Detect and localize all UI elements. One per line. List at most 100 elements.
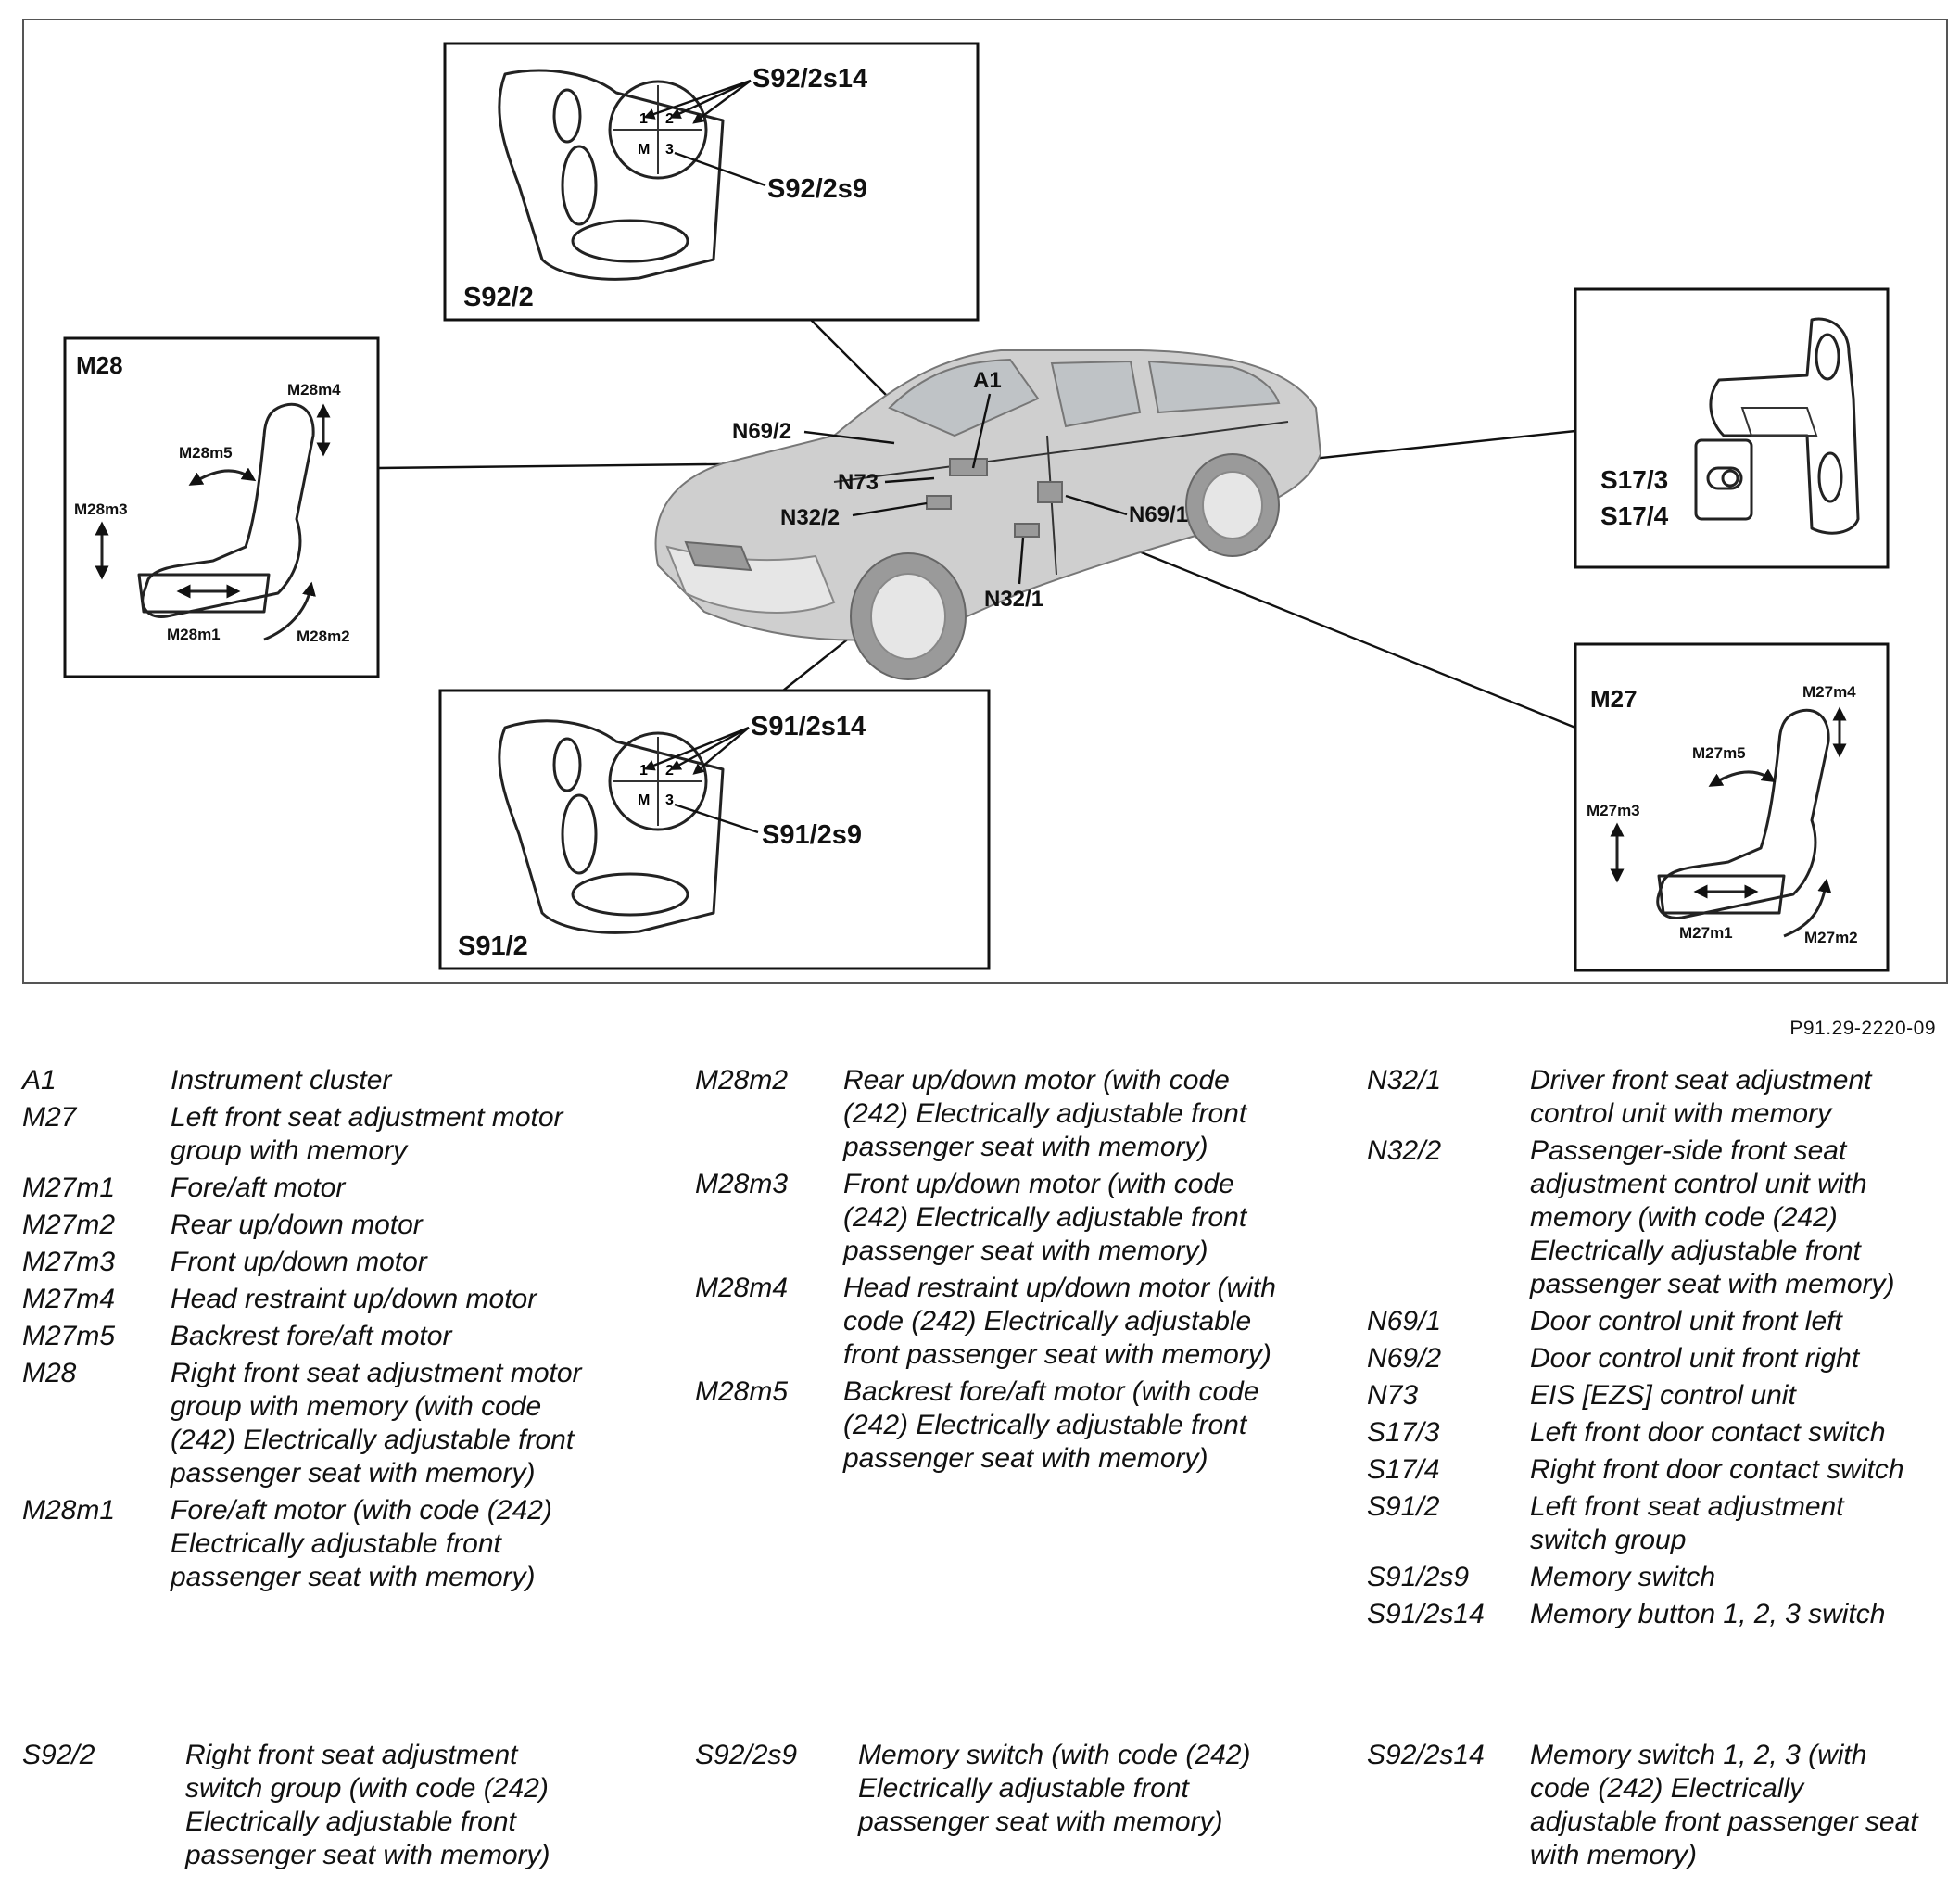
legend-row: M28m5 Backrest fore/aft motor (with code … [695,1375,1288,1476]
callout-n32-2: N32/2 [780,505,840,530]
m27-title: M27 [1590,685,1638,713]
s91-key-2: 2 [665,763,674,779]
legend-row: M28m4 Head restraint up/down motor (with … [695,1272,1288,1372]
legend-column-3: N32/1 Driver front seat adjustment contro… [1367,1064,1951,1635]
legend-row: S91/2 Left front seat adjustment switch g… [1367,1490,1951,1557]
legend-code: S91/2s9 [1367,1562,1470,1592]
m28-label-m5: M28m5 [179,444,233,462]
s91-label-s14: S91/2s14 [751,712,866,741]
panel-s17: S17/3 S17/4 [1574,287,1890,569]
legend-row: M27m4 Head restraint up/down motor [22,1283,652,1316]
legend-bottom-3: S92/2s14 Memory switch 1, 2, 3 (with code… [1367,1739,1951,1876]
car-callouts: A1 N69/2 N73 N32/2 N69/1 N32/1 [732,368,1188,612]
legend-row: M27m5 Backrest fore/aft motor [22,1320,652,1353]
component-location-diagram: A1 N69/2 N73 N32/2 N69/1 N32/1 1 2 M 3 S… [63,42,1890,972]
legend-code: S17/4 [1367,1454,1440,1485]
s91-key-m: M [638,792,650,808]
legend-code: M27m1 [22,1172,116,1203]
legend-code: M28m3 [695,1169,789,1199]
s91-title: S91/2 [458,931,528,961]
legend-code: S17/3 [1367,1417,1440,1448]
legend-code: M27m5 [22,1321,116,1351]
legend-code: S92/2 [22,1740,95,1770]
legend-code: M27m4 [22,1284,116,1314]
legend-desc: Door control unit front right [1530,1343,1860,1374]
legend-bottom-2: S92/2s9 Memory switch (with code (242) El… [695,1739,1288,1843]
m27-label-m4: M27m4 [1802,683,1856,701]
legend-code: M28m5 [695,1376,789,1407]
legend-desc: Backrest fore/aft motor (with code (242)… [843,1376,1259,1474]
legend-desc: Left front door contact switch [1530,1417,1886,1448]
legend-desc: Rear up/down motor [171,1210,423,1240]
legend-desc: Head restraint up/down motor (with code … [843,1273,1276,1370]
legend-desc: Driver front seat adjustment control uni… [1530,1065,1872,1129]
legend-row: M27m3 Front up/down motor [22,1246,652,1279]
callout-n69-2: N69/2 [732,419,791,444]
legend-row: S92/2 Right front seat adjustment switch … [22,1739,615,1872]
legend-desc: Passenger-side front seat adjustment con… [1530,1135,1895,1299]
legend-desc: Fore/aft motor (with code (242) Electric… [171,1495,552,1592]
s91-label-s9: S91/2s9 [762,820,862,850]
legend-desc: Backrest fore/aft motor [171,1321,452,1351]
s92-key-1: 1 [639,111,648,127]
figure-reference: P91.29-2220-09 [1789,1018,1936,1039]
car-illustration [654,349,1322,680]
m28-label-m3: M28m3 [74,501,128,518]
callout-n73: N73 [838,470,879,495]
legend-code: S91/2 [1367,1491,1440,1522]
m27-label-m1: M27m1 [1679,924,1733,942]
callout-a1: A1 [973,368,1002,393]
legend-desc: Right front seat adjustment switch group… [185,1740,550,1870]
legend-desc: Instrument cluster [171,1065,392,1096]
callout-n32-1: N32/1 [984,587,1043,612]
m28-title: M28 [76,351,123,379]
s92-label-s9: S92/2s9 [767,174,867,204]
legend-row: N69/2 Door control unit front right [1367,1342,1951,1375]
legend-code: N69/2 [1367,1343,1442,1374]
legend-code: M27m3 [22,1247,116,1277]
s92-title: S92/2 [463,283,534,312]
legend-desc: Left front seat adjustment motor group w… [171,1102,563,1166]
panel-s91-2: 1 2 M 3 S91/2s14 S91/2s9 S91/2 [438,689,991,970]
panel-m28: M28 M28m4 M28m5 M28m3 M28m1 M28m2 [63,336,380,678]
legend-row: S92/2s14 Memory switch 1, 2, 3 (with code… [1367,1739,1951,1872]
legend-row: S17/3 Left front door contact switch [1367,1416,1951,1450]
legend-desc: Head restraint up/down motor [171,1284,537,1314]
legend-desc: Memory switch (with code (242) Electrica… [858,1740,1251,1837]
legend-code: M28m4 [695,1273,789,1303]
m28-label-m2: M28m2 [297,627,350,645]
legend-desc: Fore/aft motor [171,1172,346,1203]
m27-label-m3: M27m3 [1587,802,1640,819]
legend-code: N32/1 [1367,1065,1442,1096]
callout-n69-1: N69/1 [1129,502,1188,527]
legend-desc: Memory switch 1, 2, 3 (with code (242) E… [1530,1740,1918,1870]
m28-label-m1: M28m1 [167,626,221,643]
legend-code: S92/2s14 [1367,1740,1485,1770]
panel-s92-2: 1 2 M 3 S92/2s14 S92/2s9 S92/2 [443,42,980,322]
legend-bottom-1: S92/2 Right front seat adjustment switch … [22,1739,615,1876]
legend-code: S92/2s9 [695,1740,798,1770]
legend-desc: Memory switch [1530,1562,1716,1592]
legend-row: N32/1 Driver front seat adjustment contro… [1367,1064,1951,1131]
legend-desc: Rear up/down motor (with code (242) Elec… [843,1065,1247,1162]
s91-key-1: 1 [639,763,648,779]
legend-code: M28m1 [22,1495,116,1526]
legend-desc: Left front seat adjustment switch group [1530,1491,1844,1555]
legend-desc: Front up/down motor [171,1247,427,1277]
panel-m27: M27 M27m4 M27m5 M27m3 M27m1 M27m2 [1574,642,1890,972]
diagram-frame [22,19,1948,984]
legend-desc: Door control unit front left [1530,1306,1842,1337]
